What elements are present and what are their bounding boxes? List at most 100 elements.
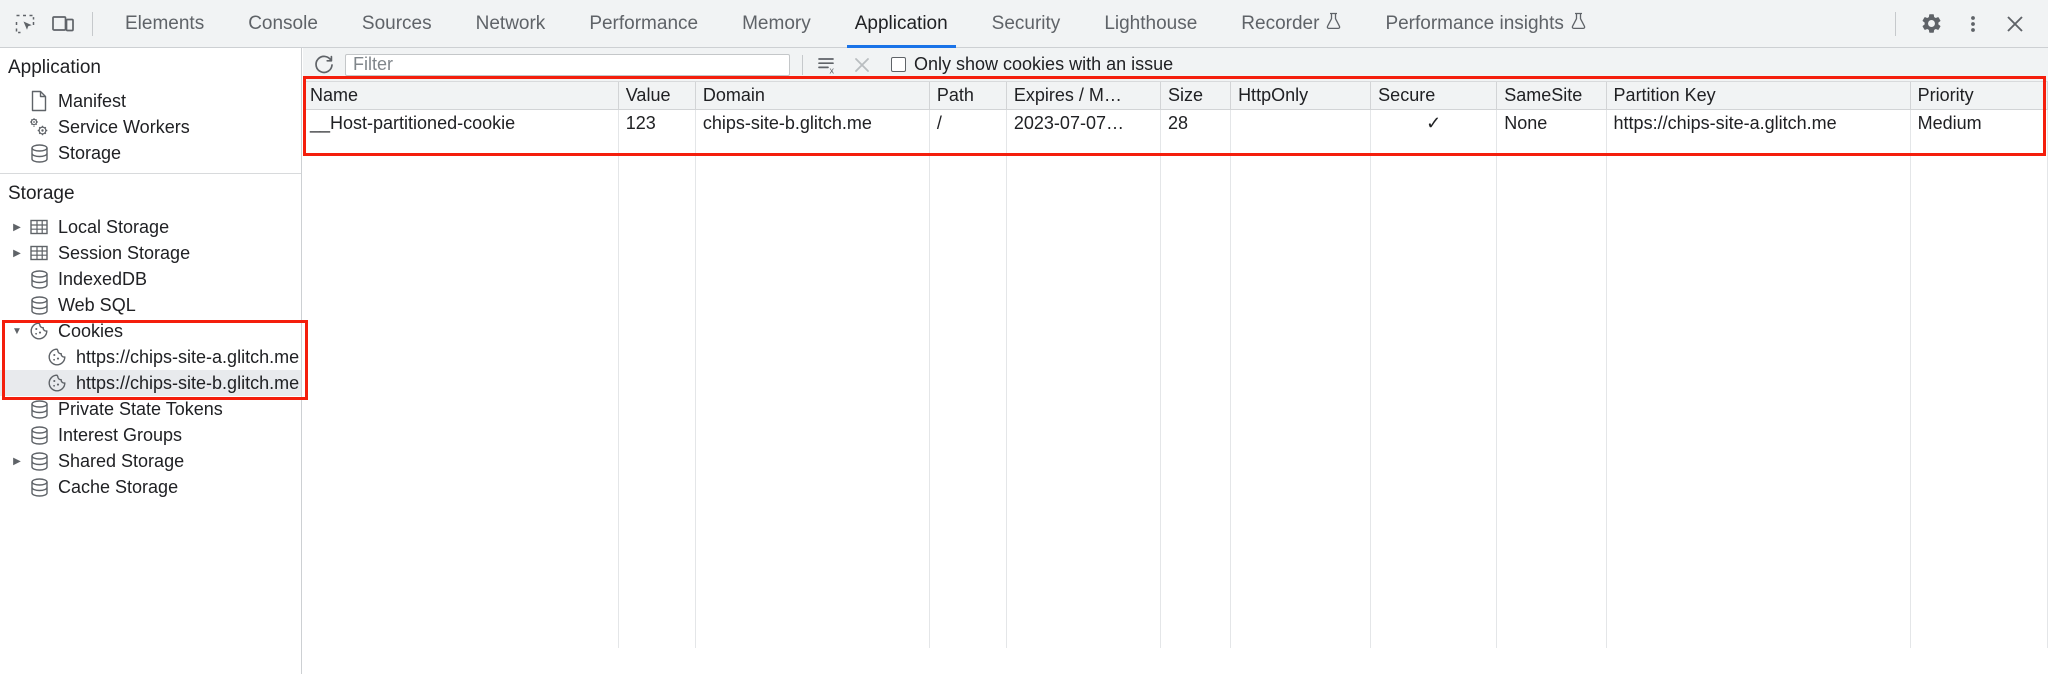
sidebar-item-interest-groups[interactable]: Interest Groups xyxy=(0,422,301,448)
tab-elements[interactable]: Elements xyxy=(103,0,226,48)
cell-name: __Host-partitioned-cookie xyxy=(303,109,619,138)
database-icon xyxy=(26,295,52,316)
panel-tabs: Elements Console Sources Network Perform… xyxy=(103,0,1608,48)
tab-security[interactable]: Security xyxy=(970,0,1083,48)
tab-recorder[interactable]: Recorder xyxy=(1219,0,1363,48)
cookies-table-body: __Host-partitioned-cookie 123 chips-site… xyxy=(303,109,2048,648)
tab-elements-label: Elements xyxy=(125,12,205,34)
cookies-table: Name Value Domain Path Expires / M… Size… xyxy=(303,82,2048,648)
sidebar-item-session-storage-label: Session Storage xyxy=(58,243,191,263)
sidebar-section-application-title: Application xyxy=(8,57,101,78)
column-header-expires[interactable]: Expires / M… xyxy=(1006,82,1162,110)
sidebar-item-indexeddb[interactable]: IndexedDB xyxy=(0,266,301,292)
sidebar-item-cache-storage[interactable]: Cache Storage xyxy=(0,474,301,500)
database-icon xyxy=(26,477,52,498)
column-header-value[interactable]: Value xyxy=(618,82,696,110)
sidebar-item-local-storage-label: Local Storage xyxy=(58,217,170,237)
service-workers-icon xyxy=(26,116,52,138)
toolbar-divider xyxy=(92,11,93,36)
filter-input[interactable] xyxy=(345,53,790,76)
sidebar-item-session-storage[interactable]: ▶ Session Storage xyxy=(0,240,301,266)
chevron-right-icon[interactable]: ▶ xyxy=(13,221,21,233)
sidebar-item-local-storage[interactable]: ▶ Local Storage xyxy=(0,214,301,240)
tab-lighthouse[interactable]: Lighthouse xyxy=(1082,0,1219,48)
table-filler-row xyxy=(303,167,2048,648)
tab-sources-label: Sources xyxy=(361,12,432,34)
filterbar-divider xyxy=(802,54,803,75)
close-icon[interactable] xyxy=(1994,3,2036,45)
inspect-element-icon[interactable] xyxy=(6,5,44,43)
tab-application[interactable]: Application xyxy=(833,0,970,48)
database-icon xyxy=(26,269,52,290)
clear-filter-icon[interactable] xyxy=(849,52,875,78)
tab-memory-label: Memory xyxy=(742,12,811,34)
sidebar-item-cookies-chips-site-a[interactable]: https://chips-site-a.glitch.me xyxy=(0,344,301,370)
table-icon xyxy=(26,217,52,237)
sidebar-item-manifest[interactable]: Manifest xyxy=(0,88,301,114)
tab-recorder-label: Recorder xyxy=(1241,12,1320,34)
column-header-samesite[interactable]: SameSite xyxy=(1496,82,1607,110)
sidebar-item-service-workers[interactable]: Service Workers xyxy=(0,114,301,140)
tab-performance[interactable]: Performance xyxy=(567,0,720,48)
toolbar-left-icons xyxy=(0,5,103,43)
cell-partition-key: https://chips-site-a.glitch.me xyxy=(1606,109,1911,138)
sidebar-item-private-state-tokens-label: Private State Tokens xyxy=(58,399,223,419)
sidebar-item-private-state-tokens[interactable]: Private State Tokens xyxy=(0,396,301,422)
chevron-down-icon[interactable]: ▼ xyxy=(12,325,22,337)
tab-performance-label: Performance xyxy=(589,12,699,34)
cell-httponly xyxy=(1230,109,1372,138)
flask-experiment-icon xyxy=(1571,12,1586,36)
refresh-icon[interactable] xyxy=(311,52,337,78)
table-header-row: Name Value Domain Path Expires / M… Size… xyxy=(303,82,2048,110)
clear-all-cookies-icon[interactable]: x xyxy=(815,52,841,78)
devtools-toolbar: Elements Console Sources Network Perform… xyxy=(0,0,2048,48)
tab-sources[interactable]: Sources xyxy=(340,0,454,48)
sidebar-divider xyxy=(0,173,301,174)
column-header-domain[interactable]: Domain xyxy=(695,82,930,110)
only-show-cookies-with-issue-checkbox[interactable]: Only show cookies with an issue xyxy=(891,54,1173,75)
table-row[interactable]: __Host-partitioned-cookie 123 chips-site… xyxy=(303,109,2048,138)
table-filler-row xyxy=(303,137,2048,168)
cookie-icon xyxy=(26,321,52,341)
sidebar-item-web-sql[interactable]: Web SQL xyxy=(0,292,301,318)
gear-icon[interactable] xyxy=(1910,3,1952,45)
column-header-httponly[interactable]: HttpOnly xyxy=(1230,82,1372,110)
sidebar-item-shared-storage-label: Shared Storage xyxy=(58,451,185,471)
column-header-path[interactable]: Path xyxy=(929,82,1007,110)
sidebar-item-cookies-chips-site-b[interactable]: https://chips-site-b.glitch.me xyxy=(0,370,301,396)
column-header-size[interactable]: Size xyxy=(1160,82,1232,110)
cell-priority: Medium xyxy=(1910,109,2048,138)
tab-memory[interactable]: Memory xyxy=(720,0,833,48)
column-header-secure[interactable]: Secure xyxy=(1370,82,1498,110)
cell-size: 28 xyxy=(1160,109,1232,138)
sidebar-item-storage[interactable]: Storage xyxy=(0,140,301,166)
cookie-icon xyxy=(44,347,70,367)
chevron-right-icon[interactable]: ▶ xyxy=(13,247,21,259)
sidebar-item-manifest-label: Manifest xyxy=(58,91,127,111)
kebab-menu-icon[interactable] xyxy=(1952,3,1994,45)
checkbox-box[interactable] xyxy=(891,57,906,72)
column-header-partition-key[interactable]: Partition Key xyxy=(1606,82,1911,110)
tab-network[interactable]: Network xyxy=(454,0,568,48)
sidebar-item-indexeddb-label: IndexedDB xyxy=(58,269,148,289)
tab-security-label: Security xyxy=(991,12,1061,34)
cell-expires: 2023-07-07… xyxy=(1006,109,1162,138)
cookies-panel: x Only show cookies with an issue Name V… xyxy=(303,48,2048,674)
cookies-filter-toolbar: x Only show cookies with an issue xyxy=(303,48,2048,82)
sidebar-item-interest-groups-label: Interest Groups xyxy=(58,425,183,445)
device-toolbar-icon[interactable] xyxy=(44,5,82,43)
database-icon xyxy=(26,451,52,472)
column-header-name[interactable]: Name xyxy=(303,82,619,110)
manifest-icon xyxy=(26,90,52,112)
chevron-right-icon[interactable]: ▶ xyxy=(13,455,21,467)
tab-console[interactable]: Console xyxy=(226,0,340,48)
sidebar-item-cache-storage-label: Cache Storage xyxy=(58,477,179,497)
cell-samesite: None xyxy=(1496,109,1607,138)
tab-performance-insights[interactable]: Performance insights xyxy=(1363,0,1607,48)
column-header-priority[interactable]: Priority xyxy=(1910,82,2048,110)
flask-experiment-icon xyxy=(1326,12,1341,36)
table-icon xyxy=(26,243,52,263)
sidebar-item-cookies[interactable]: ▼ Cookies xyxy=(0,318,301,344)
sidebar-item-cookies-chips-site-a-label: https://chips-site-a.glitch.me xyxy=(76,347,300,367)
sidebar-item-shared-storage[interactable]: ▶ Shared Storage xyxy=(0,448,301,474)
